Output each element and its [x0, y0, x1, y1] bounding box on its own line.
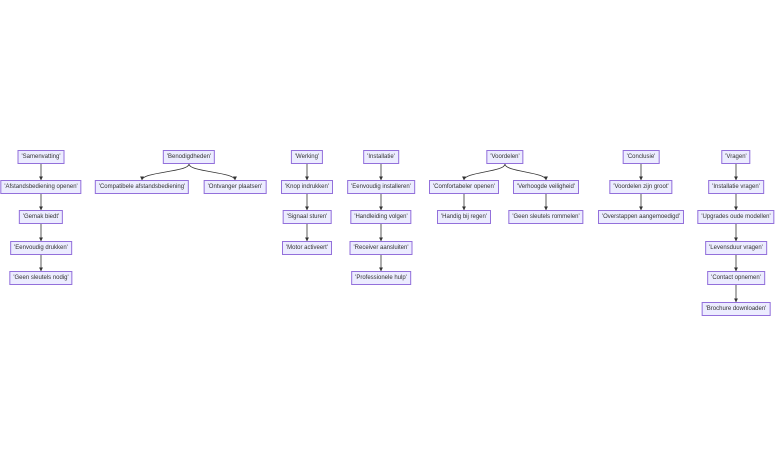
node-vragen: 'Vragen': [721, 150, 751, 164]
node-verhoogde-veiligheid: 'Verhoogde veiligheid': [512, 180, 580, 194]
node-knop-indrukken: 'Knop indrukken': [281, 180, 333, 194]
edge-voordelen-to-comfortabeler_openen: [462, 163, 506, 181]
node-geen-sleutels-nodig: 'Geen sleutels nodig': [9, 271, 73, 285]
node-levensduur-vragen: 'Levensduur vragen': [705, 241, 767, 255]
edge-voordelen-to-verhoogde_veiligheid: [504, 163, 548, 181]
node-gemak-biedt: 'Gemak biedt': [18, 210, 64, 224]
node-werking: 'Werking': [290, 150, 324, 164]
node-installatie: 'Installatie': [363, 150, 399, 164]
node-ontvanger-plaatsen: 'Ontvanger plaatsen': [203, 180, 267, 194]
node-voordelen: 'Voordelen': [486, 150, 524, 164]
node-brochure-downloaden: 'Brochure downloaden': [701, 302, 771, 316]
node-voordelen-zijn-groot: 'Voordelen zijn groot': [609, 180, 673, 194]
node-benodigdheden: 'Benodigdheden': [162, 150, 216, 164]
node-geen-sleutels-rommelen: 'Geen sleutels rommelen': [508, 210, 584, 224]
node-receiver-aansluiten: 'Receiver aansluiten': [349, 241, 413, 255]
node-samenvatting: 'Samenvatting': [17, 150, 65, 164]
edge-benodigdheden-to-ontvanger_plaatsen: [188, 163, 237, 181]
node-handleiding-volgen: 'Handleiding volgen': [350, 210, 412, 224]
node-afstandsbediening-openen: 'Afstandsbediening openen': [0, 180, 82, 194]
node-installatie-vragen: 'Installatie vragen': [708, 180, 764, 194]
node-conclusie: 'Conclusie': [622, 150, 660, 164]
node-comfortabeler-openen: 'Comfortabeler openen': [429, 180, 499, 194]
edge-benodigdheden-to-compatibele_afstandsbediening: [140, 163, 190, 181]
node-handig-bij-regen: 'Handig bij regen': [437, 210, 491, 224]
node-professionele-hulp: 'Professionele hulp': [351, 271, 411, 285]
node-contact-opnemen: 'Contact opnemen': [707, 271, 765, 285]
node-signaal-sturen: 'Signaal sturen': [282, 210, 332, 224]
node-eenvoudig-installeren: 'Eenvoudig installeren': [347, 180, 415, 194]
node-upgrades-oude-modellen: 'Upgrades oude modellen': [697, 210, 775, 224]
node-motor-activeert: 'Motor activeert': [282, 241, 332, 255]
node-overstappen-aangemoedigd: 'Overstappen aangemoedigd': [597, 210, 685, 224]
node-compatibele-afstandsbediening: 'Compatibele afstandsbediening': [94, 180, 190, 194]
node-eenvoudig-drukken: 'Eenvoudig drukken': [10, 241, 72, 255]
